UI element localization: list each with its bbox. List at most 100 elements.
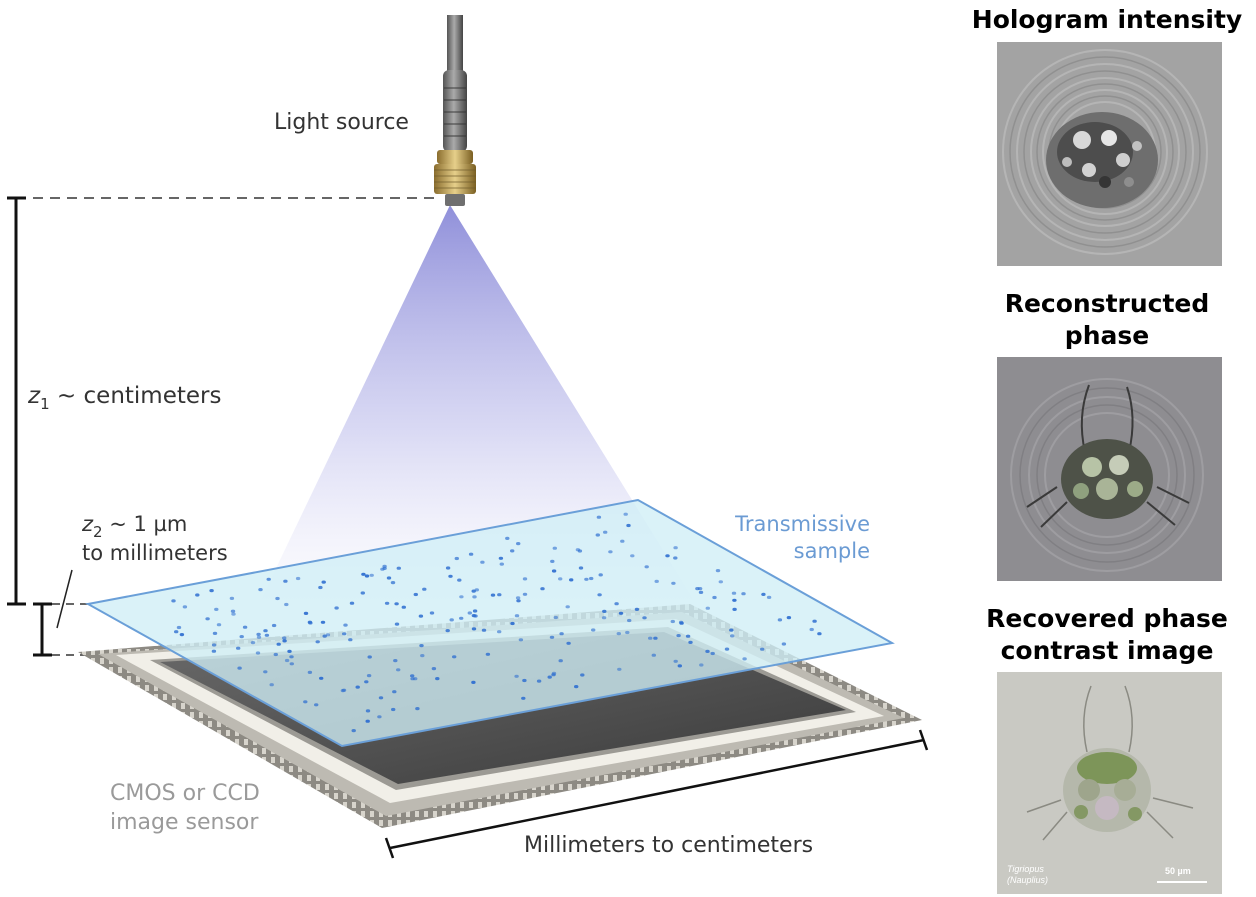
sample-particle — [603, 530, 608, 534]
scale-bar — [1157, 881, 1207, 883]
sample-particle — [343, 623, 348, 627]
sample-particle — [616, 632, 621, 636]
sample-particle — [510, 621, 515, 626]
sample-particle — [653, 636, 658, 640]
scale-bar-label: 50 µm — [1165, 866, 1191, 876]
sample-particle — [366, 674, 372, 678]
z1-variable: z — [28, 383, 41, 409]
sensor-label-line1: CMOS or CCD — [110, 781, 260, 806]
hologram-intensity-title: Hologram intensity — [971, 5, 1243, 34]
sample-particle — [777, 618, 783, 622]
sample-particle — [552, 546, 557, 550]
reconstructed-title-line1: Reconstructed phase — [1004, 289, 1210, 350]
sample-label-line2: sample — [793, 539, 870, 563]
sample-particle — [498, 556, 504, 560]
specimen-name-line2: (Nauplius) — [1007, 875, 1049, 885]
sample-particle — [256, 635, 262, 639]
sample-particle — [289, 662, 294, 666]
sample-particle — [671, 581, 676, 585]
sample-particle — [705, 606, 710, 610]
sample-particle — [665, 554, 670, 558]
sample-particle — [396, 566, 401, 570]
sample-particle — [445, 629, 450, 633]
sample-particle — [449, 618, 454, 622]
sample-particle — [422, 587, 427, 591]
sample-particle — [625, 630, 630, 635]
z2-distance-bracket — [33, 602, 52, 657]
sample-particle — [237, 666, 242, 670]
sample-particle — [452, 655, 457, 659]
sample-particle — [697, 587, 703, 591]
sample-particle — [415, 707, 420, 711]
sample-particle — [391, 707, 396, 712]
sample-particle — [485, 652, 491, 656]
sample-label-line1: Transmissive — [735, 512, 870, 536]
sample-particle — [642, 616, 647, 620]
sample-particle — [514, 614, 520, 618]
sample-particle — [393, 659, 398, 663]
sample-particle — [320, 620, 326, 624]
sample-particle — [549, 635, 555, 639]
sample-particle — [732, 607, 737, 612]
recovered-title-line1: Recovered phase — [986, 604, 1228, 633]
sample-particle — [349, 601, 355, 605]
sample-particle — [781, 642, 787, 646]
sensor-label-line2: image sensor — [110, 810, 259, 835]
sample-particle — [295, 576, 301, 581]
z2-label: z2 ~ 1 µm to millimeters — [82, 511, 228, 567]
sample-particle — [608, 550, 613, 554]
sample-particle — [505, 536, 510, 541]
sample-particle — [275, 596, 280, 601]
sample-particle — [273, 652, 278, 657]
sample-particle — [685, 634, 691, 638]
sample-particle — [786, 616, 792, 620]
sample-particle — [673, 546, 678, 550]
sample-particle — [182, 605, 188, 609]
sample-particle — [761, 592, 766, 597]
sample-particle — [315, 640, 320, 644]
sample-particle — [431, 667, 437, 671]
sample-particle — [731, 591, 737, 595]
sample-particle — [732, 598, 737, 602]
sample-particle — [472, 609, 478, 613]
sample-particle — [256, 632, 261, 637]
sample-particle — [365, 719, 370, 723]
sample-particle — [367, 655, 372, 659]
sample-particle — [651, 653, 656, 657]
sample-particle — [364, 574, 370, 578]
sample-particle — [710, 651, 715, 656]
sample-particle — [282, 636, 287, 640]
sample-particle — [365, 709, 371, 713]
sample-particle — [595, 533, 600, 537]
sample-particle — [540, 587, 545, 591]
sample-particle — [574, 685, 579, 689]
sample-particle — [282, 639, 287, 643]
sample-particle — [308, 621, 313, 625]
sample-particle — [176, 625, 182, 630]
z1-text: ~ centimeters — [49, 383, 222, 409]
sample-particle — [518, 638, 524, 642]
sample-particle — [258, 588, 263, 592]
sample-particle — [676, 634, 681, 638]
sample-particle — [410, 674, 415, 678]
sample-particle — [459, 595, 464, 599]
sample-particle — [596, 515, 602, 519]
sample-particle — [419, 644, 424, 648]
sample-particle — [724, 647, 730, 651]
sample-particle — [589, 576, 594, 581]
sample-particle — [614, 602, 619, 606]
sample-particle — [457, 578, 462, 582]
sample-particle — [325, 633, 331, 637]
sample-particle — [459, 616, 464, 620]
sample-particle — [817, 632, 822, 636]
sample-particle — [601, 616, 607, 620]
sample-particle — [334, 606, 339, 610]
sample-particle — [550, 559, 555, 564]
sample-particle — [348, 638, 353, 642]
sample-particle — [522, 577, 528, 581]
sample-particle — [396, 668, 401, 672]
sample-particle — [516, 599, 521, 603]
sample-particle — [369, 573, 374, 577]
sample-particle — [179, 633, 185, 637]
sample-particle — [699, 663, 704, 667]
